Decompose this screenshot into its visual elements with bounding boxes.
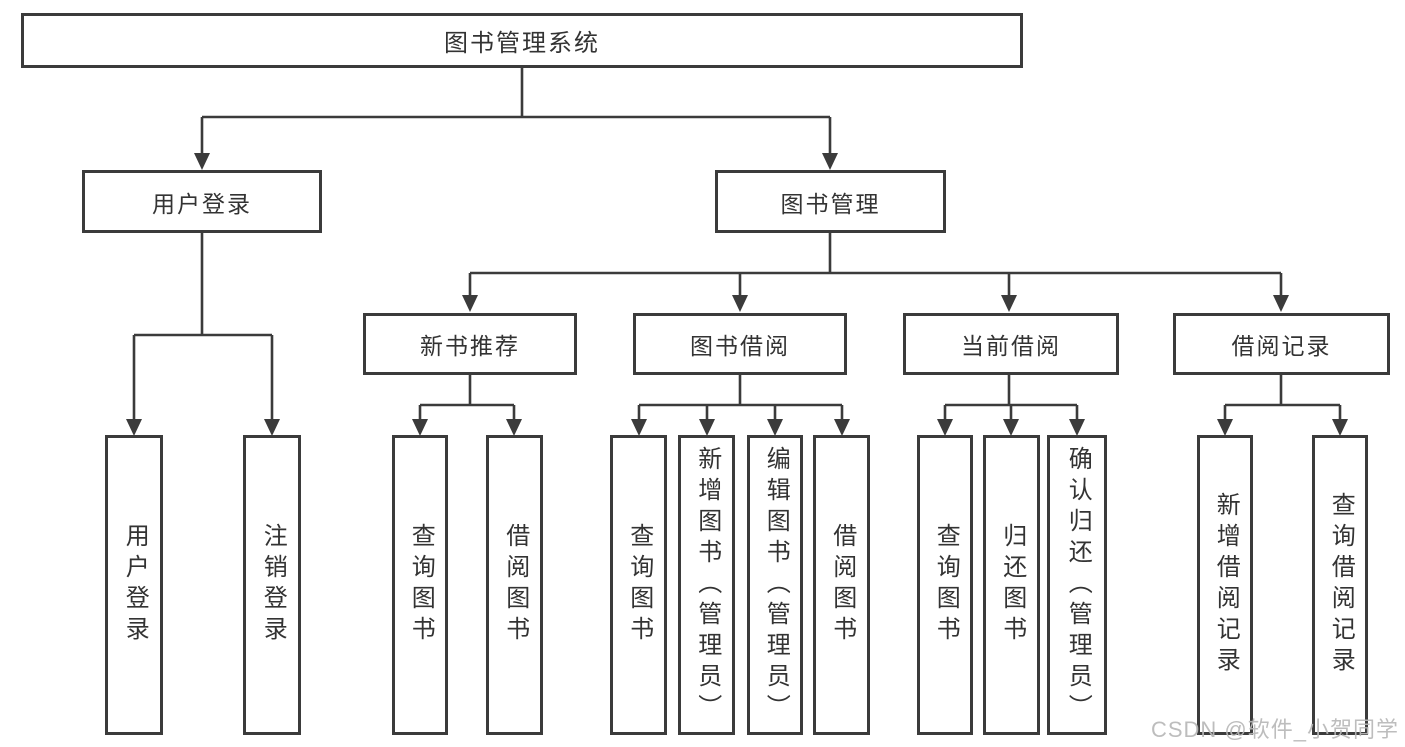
leaf-label: 查询借阅记录 — [1327, 492, 1355, 678]
node-book-management: 图书管理 — [715, 170, 946, 233]
node-library-management-system: 图书管理系统 — [21, 13, 1023, 68]
leaf-label: 借阅图书 — [828, 523, 856, 647]
leaf-bb-add-book-admin: 新增图书（管理员） — [678, 435, 735, 735]
leaf-user-login: 用户登录 — [105, 435, 163, 735]
leaf-br-add-record: 新增借阅记录 — [1197, 435, 1253, 735]
node-current-borrowing: 当前借阅 — [903, 313, 1119, 375]
node-label: 当前借阅 — [961, 333, 1061, 359]
leaf-label: 查询图书 — [625, 523, 653, 647]
node-new-book-recommendation: 新书推荐 — [363, 313, 577, 375]
node-book-borrowing: 图书借阅 — [633, 313, 847, 375]
leaf-cb-confirm-return-admin: 确认归还（管理员） — [1047, 435, 1107, 735]
leaf-label: 编辑图书（管理员） — [762, 445, 790, 725]
watermark: CSDN @软件_小贺同学 — [1150, 717, 1399, 742]
leaf-label: 新增借阅记录 — [1212, 492, 1240, 678]
node-label: 图书管理 — [780, 190, 881, 217]
leaf-cb-return-books: 归还图书 — [983, 435, 1040, 735]
leaf-label: 查询图书 — [932, 523, 960, 647]
node-user-login: 用户登录 — [82, 170, 322, 233]
leaf-label: 查询图书 — [407, 523, 435, 647]
node-label: 用户登录 — [152, 190, 252, 217]
leaf-label: 用户登录 — [121, 523, 149, 647]
leaf-bb-borrow-books: 借阅图书 — [813, 435, 870, 735]
node-borrowing-records: 借阅记录 — [1173, 313, 1390, 375]
leaf-label: 注销登录 — [259, 523, 287, 647]
node-label: 新书推荐 — [420, 333, 520, 359]
leaf-nbr-query-books: 查询图书 — [392, 435, 448, 735]
leaf-label: 借阅图书 — [501, 523, 529, 647]
leaf-br-query-record: 查询借阅记录 — [1312, 435, 1368, 735]
leaf-bb-edit-book-admin: 编辑图书（管理员） — [747, 435, 803, 735]
node-label: 借阅记录 — [1231, 333, 1332, 359]
leaf-logout-login: 注销登录 — [243, 435, 301, 735]
leaf-nbr-borrow-books: 借阅图书 — [486, 435, 543, 735]
leaf-label: 确认归还（管理员） — [1064, 445, 1092, 725]
node-label: 图书借阅 — [690, 333, 790, 359]
leaf-bb-query-books: 查询图书 — [610, 435, 667, 735]
leaf-label: 归还图书 — [998, 523, 1026, 647]
leaf-label: 新增图书（管理员） — [693, 445, 721, 725]
node-label: 图书管理系统 — [444, 30, 600, 57]
leaf-cb-query-books: 查询图书 — [917, 435, 973, 735]
